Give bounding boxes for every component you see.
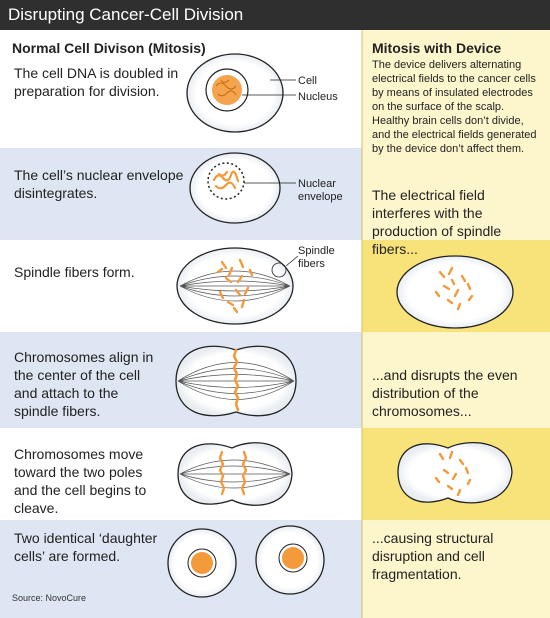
device-band-5 (362, 520, 550, 618)
device-text-2: ...and disrupts the even distribution of… (372, 367, 518, 419)
cell-anaphase (177, 442, 293, 506)
source-note: Source: NovoCure (12, 593, 87, 603)
page-title: Disrupting Cancer-Cell Division (8, 5, 244, 24)
step-text-3: Spindle fibers form. (14, 264, 135, 280)
device-text-1: The electrical field interferes with the… (372, 187, 502, 257)
step-text-5: Chromosomes move toward the two poles an… (14, 446, 147, 516)
cell-interphase (186, 53, 296, 133)
step-text-2: The cell’s nuclear envelope disintegrate… (14, 167, 184, 201)
cell-envelope-breakdown (189, 152, 296, 224)
cell-spindle-formation (176, 247, 299, 325)
row-band-2 (0, 148, 362, 240)
cell-metaphase (175, 345, 297, 417)
label-cell: Cell (298, 75, 317, 87)
label-spindle-fibers: Spindle fibers (298, 245, 335, 270)
device-intro: The device delivers alternating electric… (372, 59, 537, 155)
label-nucleus: Nucleus (298, 91, 338, 103)
daughter-cells (167, 525, 325, 598)
device-cell-uneven (397, 442, 513, 504)
step-text-4: Chromosomes align in the center of the c… (14, 349, 154, 419)
row-band-1 (0, 30, 362, 148)
device-cell-spindle (396, 255, 514, 329)
title-bar: Disrupting Cancer-Cell Division (0, 0, 550, 30)
device-band-1 (362, 30, 550, 240)
step-text-6: Two identical ‘daughter cells’ are forme… (14, 530, 158, 564)
right-header: Mitosis with Device (372, 40, 502, 56)
step-text-1: The cell DNA is doubled in preparation f… (14, 65, 179, 99)
label-nuclear-envelope: Nuclear envelope (298, 178, 343, 203)
left-header: Normal Cell Divison (Mitosis) (12, 40, 206, 56)
device-band-3 (362, 332, 550, 428)
device-text-3: ...causing structural disruption and cel… (372, 530, 494, 582)
